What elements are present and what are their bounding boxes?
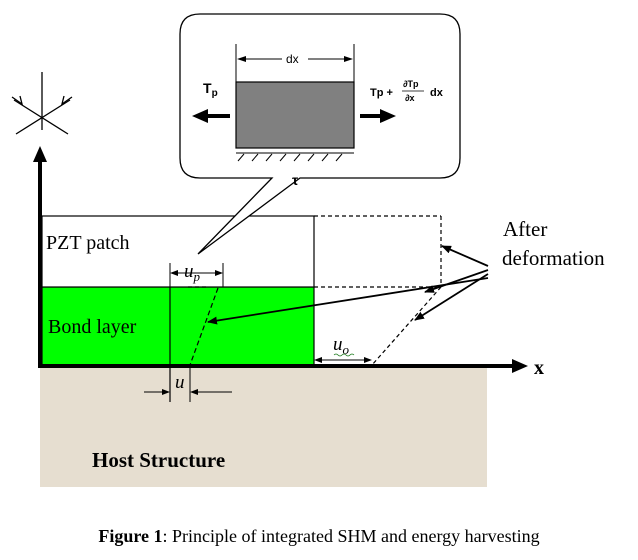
tp-right-numerator: ∂Tp bbox=[403, 79, 419, 89]
host-structure-label: Host Structure bbox=[92, 448, 225, 472]
after-deformation-label-1: After bbox=[503, 217, 547, 241]
figure-caption: Figure 1: Principle of integrated SHM an… bbox=[0, 526, 638, 547]
x-axis-arrowhead bbox=[512, 359, 528, 373]
uo-wavy-underline bbox=[333, 353, 355, 357]
deformed-shape bbox=[188, 215, 442, 366]
pzt-patch-label: PZT patch bbox=[46, 232, 130, 254]
uo-dimension bbox=[314, 357, 372, 363]
dx-label: dx bbox=[286, 52, 299, 66]
x-axis-label: x bbox=[534, 357, 544, 379]
bond-layer bbox=[41, 286, 315, 366]
figure-caption-label: Figure 1 bbox=[98, 526, 163, 546]
after-deformation-pointers bbox=[207, 245, 489, 325]
left-force-arrowhead bbox=[192, 109, 208, 123]
figure-caption-text: : Principle of integrated SHM and energy… bbox=[162, 526, 540, 546]
up-dimension bbox=[169, 263, 224, 287]
right-force-arrowhead bbox=[380, 109, 396, 123]
after-deformation-label-2: deformation bbox=[502, 246, 605, 270]
tp-right-label: Tp + bbox=[370, 87, 393, 99]
cross-symbol bbox=[11, 72, 73, 135]
tp-right-denominator: ∂x bbox=[405, 93, 414, 103]
support-hatch bbox=[236, 152, 354, 162]
tp-right-dx: dx bbox=[430, 87, 444, 99]
dx-label-bg bbox=[282, 51, 308, 65]
u-label: u bbox=[175, 372, 185, 393]
differential-element bbox=[235, 81, 355, 149]
shear-line bbox=[189, 287, 219, 366]
dx-arrow-right bbox=[344, 56, 353, 62]
uo-label: uo bbox=[333, 334, 350, 357]
host-structure bbox=[40, 367, 487, 487]
y-axis-arrowhead bbox=[33, 146, 47, 162]
tau-label: τ bbox=[292, 172, 299, 188]
tp-left-label: Tp bbox=[203, 80, 218, 99]
up-label: up bbox=[184, 261, 201, 284]
bond-layer-label: Bond layer bbox=[48, 316, 137, 338]
u-dimension bbox=[144, 365, 232, 402]
dx-arrow-left bbox=[237, 56, 246, 62]
